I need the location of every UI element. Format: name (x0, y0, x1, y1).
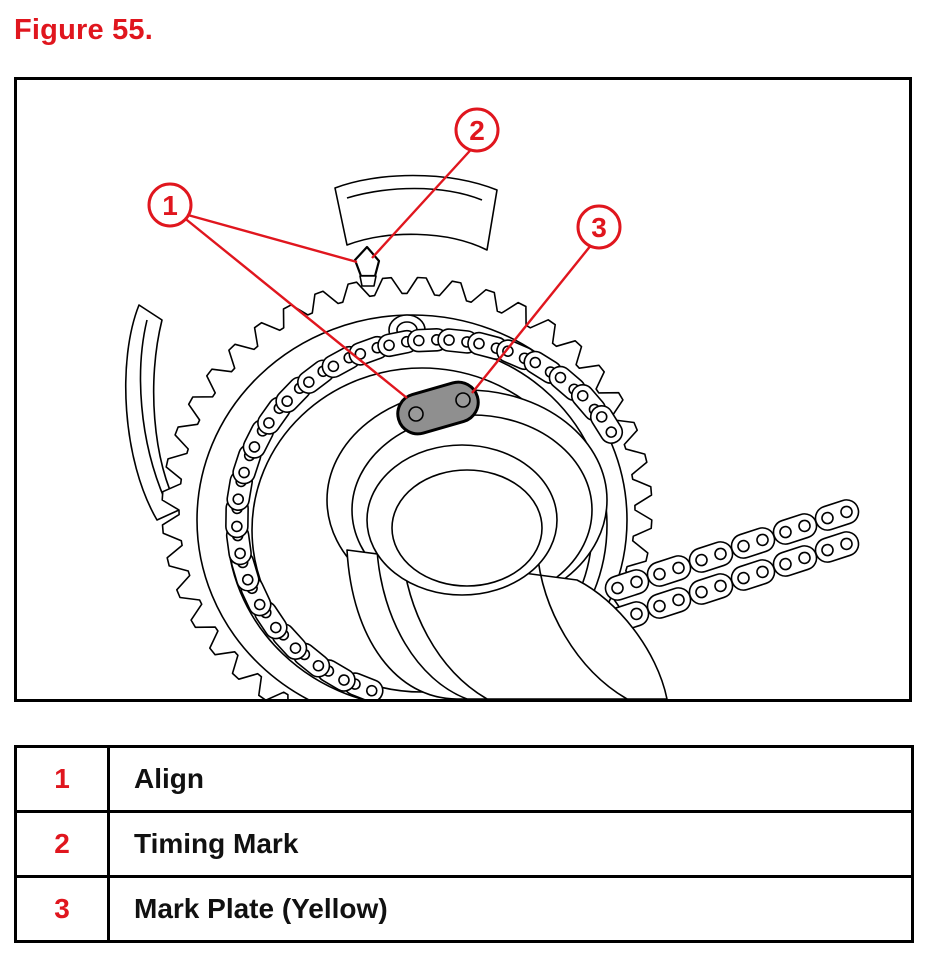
chain-link (604, 569, 650, 601)
chain-link (814, 499, 860, 531)
camshaft-ridge-3 (536, 549, 628, 699)
callout-1-number: 1 (162, 190, 178, 221)
cam-housing-top-inner (346, 187, 483, 201)
legend-row: 2 Timing Mark (14, 810, 914, 878)
figure-frame: 1 2 3 (14, 77, 912, 702)
chain-ring (225, 327, 624, 699)
chain-link (730, 559, 776, 591)
chain-link (814, 531, 860, 563)
housing-outline-inner (139, 319, 166, 501)
leader-1a (176, 210, 358, 264)
chain-link (772, 513, 818, 545)
chain-link (646, 555, 692, 587)
camshaft-ridge-1 (376, 549, 468, 699)
chain-link (589, 405, 624, 444)
legend-label: Mark Plate (Yellow) (107, 875, 914, 943)
leader-3 (471, 233, 601, 394)
hub-collar (366, 444, 558, 596)
callout-3-number: 3 (591, 212, 607, 243)
legend-number: 1 (14, 745, 110, 813)
chain-link (646, 587, 692, 619)
cam-housing-top (334, 174, 498, 251)
leader-1b (176, 211, 408, 399)
chain-link (688, 541, 734, 573)
legend-row: 3 Mark Plate (Yellow) (14, 875, 914, 943)
callout-1: 1 (147, 182, 193, 228)
chain-link (730, 527, 776, 559)
legend-number: 3 (14, 875, 110, 943)
chain-link (688, 573, 734, 605)
housing-outline (124, 304, 180, 521)
callout-2-number: 2 (469, 115, 485, 146)
callout-3: 3 (576, 204, 622, 250)
legend-label: Align (107, 745, 914, 813)
callout-legend-table: 1 Align 2 Timing Mark 3 Mark Plate (Yell… (14, 745, 914, 943)
timing-chain-illustration: 1 2 3 (124, 107, 860, 699)
legend-row: 1 Align (14, 745, 914, 813)
hub-collar-inner (391, 469, 543, 587)
timing-mark-base (359, 275, 377, 287)
figure-title: Figure 55. (14, 14, 153, 46)
legend-number: 2 (14, 810, 110, 878)
callout-2: 2 (454, 107, 500, 153)
chain-strand (604, 499, 860, 633)
legend-label: Timing Mark (107, 810, 914, 878)
leader-2 (371, 142, 478, 259)
mark-plate (396, 380, 480, 436)
timing-mark (353, 245, 381, 278)
chain-link (772, 545, 818, 577)
